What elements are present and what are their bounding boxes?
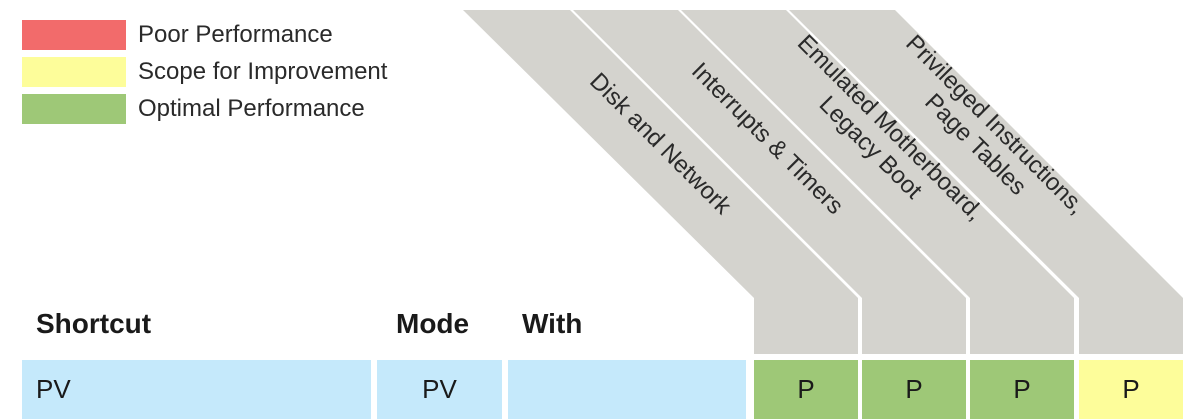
- column-header-box-disk: [754, 298, 858, 354]
- diagonal-header-band: [463, 10, 1183, 298]
- perf-cell-privileged-value: P: [1122, 374, 1140, 404]
- cell-mode-value: PV: [422, 374, 457, 404]
- table-header-shortcut: Shortcut: [36, 308, 152, 339]
- column-header-bg-motherboard: [681, 10, 1074, 298]
- perf-cell-motherboard-value: P: [1013, 374, 1031, 404]
- perf-cell-privileged: P: [1079, 360, 1183, 419]
- perf-cell-disk: P: [754, 360, 858, 419]
- column-header-box-privileged: [1079, 298, 1183, 354]
- legend-item-improvement: Scope for Improvement: [22, 57, 422, 89]
- legend-label-poor: Poor Performance: [138, 21, 333, 48]
- perf-cell-interrupts: P: [862, 360, 966, 419]
- table-header-with: With: [522, 308, 583, 339]
- perf-cell-interrupts-value: P: [905, 374, 923, 404]
- column-header-box-interrupts: [862, 298, 966, 354]
- cell-with: [508, 360, 746, 419]
- cell-shortcut-value: PV: [36, 374, 71, 404]
- column-header-box-motherboard: [970, 298, 1074, 354]
- legend-swatch-optimal: [22, 94, 126, 124]
- column-header-bg-interrupts: [573, 10, 966, 298]
- legend-swatch-improvement: [22, 57, 126, 87]
- column-headers: Disk and Network Interrupts & Timers Emu…: [463, 10, 1183, 298]
- legend-label-optimal: Optimal Performance: [138, 95, 365, 122]
- cell-shortcut: PV: [22, 360, 371, 419]
- legend-label-improvement: Scope for Improvement: [138, 58, 388, 85]
- perf-cell-disk-value: P: [797, 374, 815, 404]
- legend-swatch-poor: [22, 20, 126, 50]
- column-header-bg-disk: [463, 10, 858, 298]
- legend-item-optimal: Optimal Performance: [22, 94, 422, 126]
- cell-mode: PV: [377, 360, 502, 419]
- perf-cell-motherboard: P: [970, 360, 1074, 419]
- legend-item-poor: Poor Performance: [22, 20, 422, 52]
- column-header-bg-privileged: [789, 10, 1183, 298]
- table-header-mode: Mode: [396, 308, 470, 339]
